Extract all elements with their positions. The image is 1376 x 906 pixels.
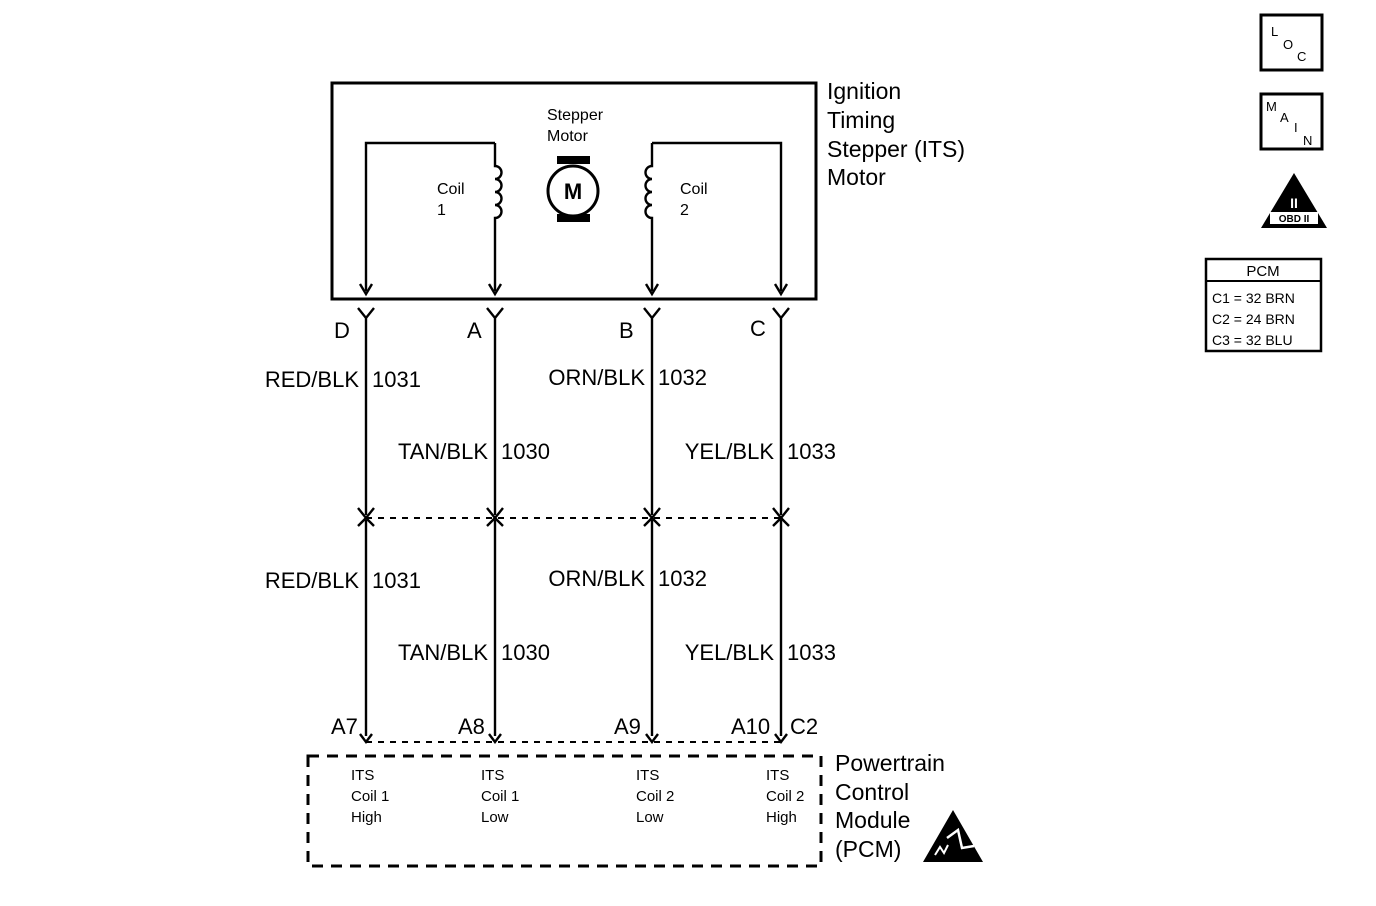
svg-text:A: A bbox=[1280, 110, 1289, 125]
svg-text:Coil 1: Coil 1 bbox=[481, 788, 519, 805]
its-motor-name-3: Stepper (ITS) bbox=[827, 136, 965, 162]
pin-label-a10: A10 bbox=[731, 714, 770, 739]
wire-color-tan-blk-lower: TAN/BLK bbox=[398, 640, 488, 665]
pcm-name-4: (PCM) bbox=[835, 836, 901, 862]
svg-text:C2 = 24 BRN: C2 = 24 BRN bbox=[1212, 311, 1295, 327]
coil2-label-2: 2 bbox=[680, 202, 689, 219]
circuit-1030-lower: 1030 bbox=[501, 640, 550, 665]
loc-icon: L O C bbox=[1259, 13, 1324, 72]
its-motor-name-2: Timing bbox=[827, 107, 895, 133]
wire-color-tan-blk-upper: TAN/BLK bbox=[398, 439, 488, 464]
pcm-name-2: Control bbox=[835, 779, 909, 805]
wire-color-orn-blk-lower: ORN/BLK bbox=[548, 566, 645, 591]
box-terminal-arrows bbox=[358, 283, 789, 297]
top-connector-pins bbox=[357, 307, 790, 515]
circuit-1033-lower: 1033 bbox=[787, 640, 836, 665]
pcm-name-3: Module bbox=[835, 807, 910, 833]
coil1-label-1: Coil bbox=[437, 181, 465, 198]
pcm-terminal-its-coil1-high: ITS Coil 1 High bbox=[351, 767, 389, 826]
svg-text:ITS: ITS bbox=[766, 767, 789, 784]
inline-connector bbox=[357, 507, 790, 527]
pcm-terminal-its-coil1-low: ITS Coil 1 Low bbox=[481, 767, 519, 826]
svg-text:O: O bbox=[1283, 37, 1293, 52]
circuit-1032-lower: 1032 bbox=[658, 566, 707, 591]
svg-text:Coil 2: Coil 2 bbox=[636, 788, 674, 805]
svg-text:II: II bbox=[1290, 195, 1298, 211]
pcm-terminal-its-coil2-low: ITS Coil 2 Low bbox=[636, 767, 674, 826]
stepper-motor-label-2: Motor bbox=[547, 128, 589, 145]
svg-text:C3 = 32 BLU: C3 = 32 BLU bbox=[1212, 332, 1293, 348]
pin-label-a7: A7 bbox=[331, 714, 358, 739]
motor-icon: M bbox=[546, 156, 600, 222]
pcm-name-1: Powertrain bbox=[835, 750, 945, 776]
pin-label-a8: A8 bbox=[458, 714, 485, 739]
coil2-label-1: Coil bbox=[680, 181, 708, 198]
pin-label-b: B bbox=[619, 318, 634, 343]
wire-color-yel-blk-upper: YEL/BLK bbox=[685, 439, 775, 464]
svg-text:Low: Low bbox=[481, 809, 509, 826]
wire-color-orn-blk-upper: ORN/BLK bbox=[548, 365, 645, 390]
svg-text:ITS: ITS bbox=[636, 767, 659, 784]
circuit-1031-lower: 1031 bbox=[372, 568, 421, 593]
lower-wires bbox=[364, 520, 783, 736]
main-icon: M A I N bbox=[1259, 92, 1324, 151]
svg-text:Coil 1: Coil 1 bbox=[351, 788, 389, 805]
pin-label-c: C bbox=[750, 316, 766, 341]
svg-text:ITS: ITS bbox=[351, 767, 374, 784]
svg-text:High: High bbox=[766, 809, 797, 826]
pcm-box bbox=[306, 754, 823, 868]
coil1-return-wire bbox=[364, 141, 495, 291]
pin-label-a: A bbox=[467, 318, 482, 343]
pin-label-d: D bbox=[334, 318, 350, 343]
wire-color-yel-blk-lower: YEL/BLK bbox=[685, 640, 775, 665]
pcm-connector bbox=[359, 733, 788, 744]
circuit-1030-upper: 1030 bbox=[501, 439, 550, 464]
stepper-motor-label-1: Stepper bbox=[547, 107, 604, 124]
coil1-label-2: 1 bbox=[437, 202, 446, 219]
pcm-terminal-its-coil2-high: ITS Coil 2 High bbox=[766, 767, 804, 826]
wire-color-red-blk-lower: RED/BLK bbox=[265, 568, 359, 593]
pcm-connector-label: C2 bbox=[790, 714, 818, 739]
obd-ii-icon: II OBD II bbox=[1261, 173, 1327, 228]
wire-color-red-blk-upper: RED/BLK bbox=[265, 367, 359, 392]
pcm-connector-table: PCM C1 = 32 BRN C2 = 24 BRN C3 = 32 BLU bbox=[1204, 257, 1323, 353]
svg-text:C1 = 32 BRN: C1 = 32 BRN bbox=[1212, 290, 1295, 306]
esd-warning-icon bbox=[923, 810, 983, 862]
its-motor-name-4: Motor bbox=[827, 164, 886, 190]
circuit-1033-upper: 1033 bbox=[787, 439, 836, 464]
svg-text:N: N bbox=[1303, 133, 1312, 148]
coil1-winding-icon bbox=[493, 143, 503, 291]
svg-text:Low: Low bbox=[636, 809, 664, 826]
svg-text:L: L bbox=[1271, 24, 1278, 39]
coil2-return-wire bbox=[652, 141, 783, 291]
circuit-1032-upper: 1032 bbox=[658, 365, 707, 390]
svg-text:C: C bbox=[1297, 49, 1306, 64]
pin-label-a9: A9 bbox=[614, 714, 641, 739]
svg-text:ITS: ITS bbox=[481, 767, 504, 784]
svg-text:M: M bbox=[564, 179, 582, 204]
circuit-1031-upper: 1031 bbox=[372, 367, 421, 392]
coil2-winding-icon bbox=[644, 143, 654, 291]
svg-text:Coil 2: Coil 2 bbox=[766, 788, 804, 805]
its-motor-box bbox=[330, 81, 818, 301]
svg-text:High: High bbox=[351, 809, 382, 826]
svg-text:OBD II: OBD II bbox=[1279, 214, 1310, 225]
svg-text:M: M bbox=[1266, 99, 1277, 114]
svg-text:PCM: PCM bbox=[1246, 263, 1279, 280]
svg-text:I: I bbox=[1294, 120, 1298, 135]
its-motor-name-1: Ignition bbox=[827, 78, 901, 104]
